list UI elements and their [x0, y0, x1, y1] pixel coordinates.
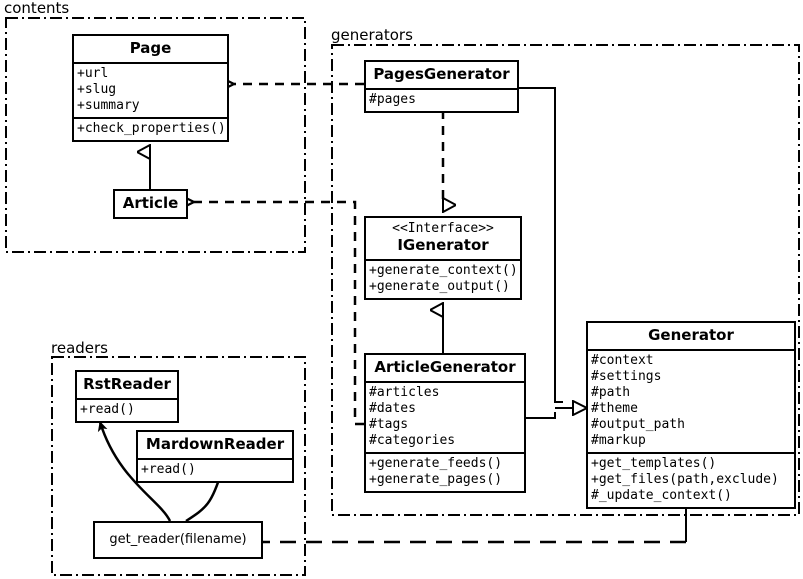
class-methods-generator: +get_templates() +get_files(path,exclude… — [588, 452, 794, 507]
attribute-row: #output_path — [591, 417, 685, 432]
method-row: +generate_pages() — [369, 472, 503, 487]
function-box-get-reader[interactable]: get_reader(filename) — [93, 521, 263, 559]
attribute-row: #markup — [591, 433, 646, 448]
package-label-generators: generators — [331, 26, 413, 44]
attribute-row: +slug — [77, 82, 117, 97]
attribute-row: +url — [77, 66, 109, 81]
package-frame-readers — [51, 356, 306, 576]
attribute-row: #pages — [369, 92, 416, 107]
class-box-articlegenerator[interactable]: ArticleGenerator #articles #dates #tags … — [364, 353, 526, 493]
method-row: +check_properties() — [77, 121, 226, 136]
package-label-readers: readers — [51, 339, 108, 357]
class-box-article[interactable]: Article — [113, 189, 188, 219]
attribute-row: #path — [591, 385, 631, 400]
class-box-page[interactable]: Page +url +slug +summary +check_properti… — [72, 34, 229, 142]
class-name-igenerator: IGenerator — [397, 236, 489, 254]
class-name-mardownreader: MardownReader — [145, 435, 285, 453]
class-box-mardownreader[interactable]: MardownReader +read() — [136, 430, 294, 483]
class-methods-rstreader: +read() — [77, 398, 177, 421]
method-row: +generate_output() — [369, 279, 510, 294]
class-attributes-page: +url +slug +summary — [74, 62, 227, 117]
relation-generators-extend-generator — [519, 87, 586, 419]
method-row: +read() — [141, 462, 196, 477]
class-box-pagesgenerator[interactable]: PagesGenerator #pages — [364, 60, 519, 113]
package-frame-generators — [331, 44, 800, 516]
method-row: +generate_context() — [369, 263, 518, 278]
attribute-row: +summary — [77, 98, 140, 113]
class-methods-articlegenerator: +generate_feeds() +generate_pages() — [366, 452, 524, 491]
package-frame-contents — [5, 17, 306, 253]
attribute-row: #categories — [369, 433, 456, 448]
package-label-contents: contents — [4, 0, 70, 17]
class-methods-mardownreader: +read() — [138, 458, 292, 481]
class-box-rstreader[interactable]: RstReader +read() — [75, 370, 179, 423]
class-attributes-pagesgenerator: #pages — [366, 88, 517, 111]
class-name-rstreader: RstReader — [83, 375, 171, 393]
class-name-article: Article — [122, 194, 179, 212]
relation-articlegenerator-uses-article — [194, 202, 364, 426]
attribute-row: #context — [591, 353, 654, 368]
method-row: +read() — [80, 402, 135, 417]
method-row: +generate_feeds() — [369, 456, 503, 471]
class-name-articlegenerator: ArticleGenerator — [374, 358, 516, 376]
class-methods-igenerator: +generate_context() +generate_output() — [366, 259, 520, 298]
method-row: +get_files(path,exclude) — [591, 472, 779, 487]
class-name-pagesgenerator: PagesGenerator — [373, 65, 510, 83]
class-box-generator[interactable]: Generator #context #settings #path #them… — [586, 321, 796, 509]
class-name-generator: Generator — [648, 326, 734, 344]
method-row: +get_templates() — [591, 456, 717, 471]
attribute-row: #dates — [369, 401, 416, 416]
class-attributes-articlegenerator: #articles #dates #tags #categories — [366, 381, 524, 452]
function-label-get-reader: get_reader(filename) — [109, 532, 247, 547]
class-attributes-generator: #context #settings #path #theme #output_… — [588, 349, 794, 452]
method-row: #_update_context() — [591, 488, 732, 503]
relation-getreader-creates-rstreader — [97, 421, 172, 522]
attribute-row: #theme — [591, 401, 638, 416]
attribute-row: #settings — [591, 369, 662, 384]
class-box-igenerator[interactable]: <<Interface>> IGenerator +generate_conte… — [364, 216, 522, 300]
class-stereotype-igenerator: <<Interface>> — [392, 221, 494, 236]
class-name-page: Page — [129, 39, 172, 57]
attribute-row: #articles — [369, 385, 440, 400]
class-methods-page: +check_properties() — [74, 117, 227, 140]
attribute-row: #tags — [369, 417, 409, 432]
